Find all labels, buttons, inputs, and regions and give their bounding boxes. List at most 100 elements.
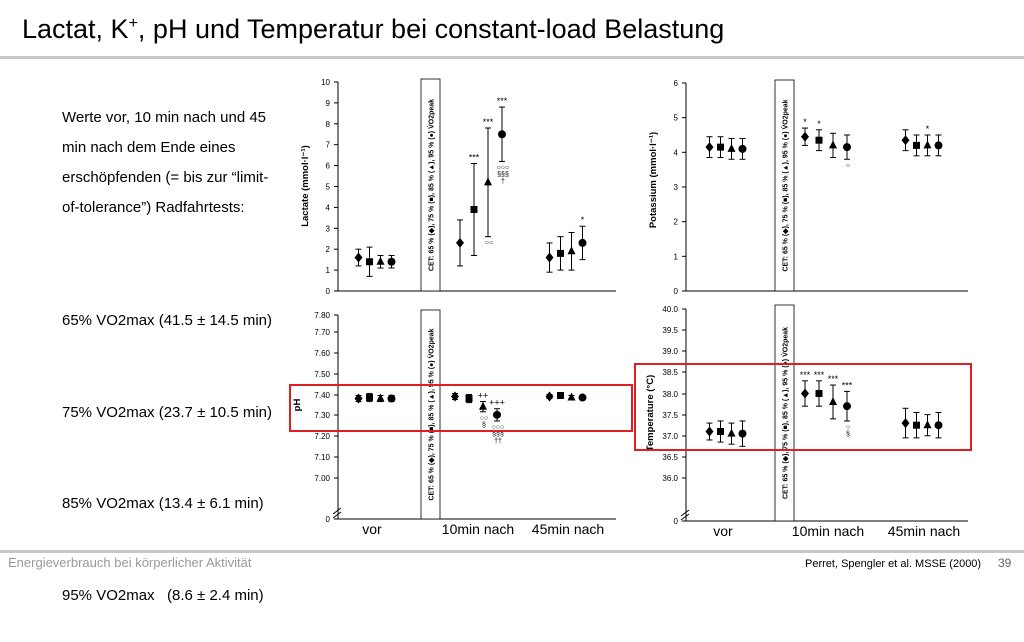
potassium-data-point-square: [717, 143, 724, 151]
lactate-data-point-circle: [578, 238, 587, 247]
ph-y-tick-label: 7.10: [314, 453, 330, 462]
lactate-y-tick-label: 10: [321, 78, 330, 87]
lactate-y-tick-label: 7: [326, 141, 331, 150]
temperature-data-point-square: [913, 421, 920, 429]
temperature-annotation: ○: [846, 424, 850, 431]
x-category-label-left: vor: [362, 521, 382, 537]
title-rest: , pH und Temperatur bei constant-load Be…: [137, 14, 725, 44]
lactate-y-tick-label: 0: [326, 287, 331, 296]
potassium-annotation: *: [803, 117, 807, 127]
ph-data-point-square: [366, 394, 373, 402]
temperature-y-tick-label: 36.5: [662, 453, 678, 462]
temperature-annotation: §: [846, 431, 850, 438]
title-main: Lactat, K: [22, 14, 129, 44]
lactate-y-tick-label: 6: [326, 162, 331, 171]
ph-y-tick-label: 7.30: [314, 411, 330, 420]
lactate-annotation: *: [581, 215, 585, 225]
ph-y-tick-label: 7.00: [314, 474, 330, 483]
lactate-data-point-square: [366, 258, 373, 266]
lactate-data-point-diamond: [545, 252, 554, 263]
highlight-box-ph: [289, 384, 633, 432]
x-category-label-left: 45min nach: [532, 521, 604, 537]
potassium-data-point-circle: [934, 141, 943, 150]
ph-annotation: ††: [494, 438, 502, 445]
ph-data-point-triangle: [479, 401, 487, 410]
lactate-data-point-circle: [498, 130, 506, 139]
temperature-annotation: ***: [814, 370, 825, 380]
potassium-y-tick-label: 6: [674, 79, 679, 88]
potassium-y-axis-label: Potassium (mmol·l⁻¹): [648, 132, 659, 228]
page-number: 39: [998, 556, 1012, 570]
ph-data-point-square: [465, 395, 473, 403]
lactate-data-point-square: [557, 249, 564, 257]
ph-data-point-diamond: [545, 391, 554, 402]
lactate-annotation: ***: [497, 96, 508, 106]
description-line: min nach dem Ende eines: [62, 139, 236, 156]
group-item: 65% VO2max (41.5 ± 14.5 min): [62, 312, 272, 329]
ph-y-tick-label: 7.20: [314, 432, 330, 441]
temperature-axis-break: [680, 513, 690, 521]
potassium-data-point-triangle: [923, 140, 932, 149]
ph-y-tick-label: 7.70: [314, 328, 330, 337]
potassium-data-point-circle: [843, 143, 851, 152]
ph-y-tick-label: 7.50: [314, 370, 330, 379]
description-line: of-tolerance”) Radfahrtests:: [62, 199, 245, 216]
temperature-data-point-triangle: [727, 428, 736, 437]
ph-data-point-circle: [578, 393, 587, 402]
temperature-data-point-circle: [738, 429, 747, 438]
lactate-data-point-diamond: [354, 252, 363, 263]
temperature-data-point-square: [815, 390, 823, 397]
group-item: 85% VO2max (13.4 ± 6.1 min): [62, 495, 264, 512]
potassium-data-point-square: [913, 141, 920, 149]
ph-cet-label: CET: 65 % (◆), 75 % (■), 85 % (▲), 95 % …: [428, 328, 436, 500]
potassium-data-point-square: [815, 136, 823, 144]
ph-annotation: +++: [489, 398, 505, 408]
potassium-y-tick-label: 2: [674, 218, 679, 227]
lactate-y-tick-label: 8: [326, 120, 331, 129]
ph-y-tick-label: 0: [326, 515, 331, 524]
potassium-cet-box: [774, 79, 795, 292]
lactate-data-point-circle: [387, 257, 396, 266]
temperature-data-point-square: [717, 428, 724, 436]
potassium-y-tick-label: 5: [674, 114, 679, 123]
highlight-box-temperature: [634, 363, 972, 451]
lactate-data-point-diamond: [456, 237, 464, 248]
description-line: erschöpfenden (= bis zur “limit-: [62, 169, 269, 186]
potassium-data-point-circle: [738, 144, 747, 153]
slide-title: Lactat, K+, pH und Temperatur bei consta…: [22, 14, 724, 45]
lactate-cet-label: CET: 65 % (◆), 75 % (■), 85 % (▲), 95 % …: [428, 99, 436, 271]
ph-y-axis-label: pH: [292, 399, 303, 412]
temperature-y-tick-label: 36.0: [662, 474, 678, 483]
ph-axis-break: [332, 511, 342, 519]
lactate-y-tick-label: 1: [326, 266, 331, 275]
group-list: 65% VO2max (41.5 ± 14.5 min) 75% VO2max …: [62, 245, 272, 642]
group-item: 75% VO2max (23.7 ± 10.5 min): [62, 403, 272, 421]
temperature-annotation: ***: [842, 380, 853, 390]
lactate-annotation: §§§: [497, 171, 509, 178]
potassium-annotation: *: [817, 119, 821, 129]
lactate-y-tick-label: 4: [326, 203, 331, 212]
x-category-label-right: vor: [713, 523, 733, 539]
ph-annotation: §§§: [492, 431, 504, 438]
temperature-data-point-diamond: [801, 388, 809, 399]
potassium-annotation: ○: [846, 162, 850, 169]
temperature-cet-label: CET: 65 % (◆), 75 % (■), 85 % (▲), 95 % …: [782, 327, 790, 499]
group-item: 95% VO2max (8.6 ± 2.4 min): [62, 586, 264, 604]
ph-axis-break: [332, 507, 342, 515]
lactate-y-tick-label: 3: [326, 224, 331, 233]
potassium-annotation: *: [926, 124, 930, 134]
temperature-data-point-diamond: [901, 418, 910, 429]
ph-annotation: ++: [478, 391, 489, 401]
ph-annotation: §: [482, 422, 486, 429]
temperature-data-point-diamond: [705, 426, 714, 437]
potassium-y-tick-label: 4: [674, 148, 679, 157]
temperature-y-tick-label: 38.5: [662, 368, 678, 377]
lactate-y-tick-label: 2: [326, 245, 331, 254]
temperature-data-point-circle: [843, 402, 851, 411]
temperature-y-tick-label: 40.0: [662, 305, 678, 314]
ph-y-tick-label: 7.40: [314, 391, 330, 400]
temperature-data-point-circle: [934, 421, 943, 430]
potassium-data-point-diamond: [705, 142, 714, 153]
potassium-data-point-triangle: [727, 143, 736, 152]
temperature-data-point-triangle: [829, 396, 837, 405]
